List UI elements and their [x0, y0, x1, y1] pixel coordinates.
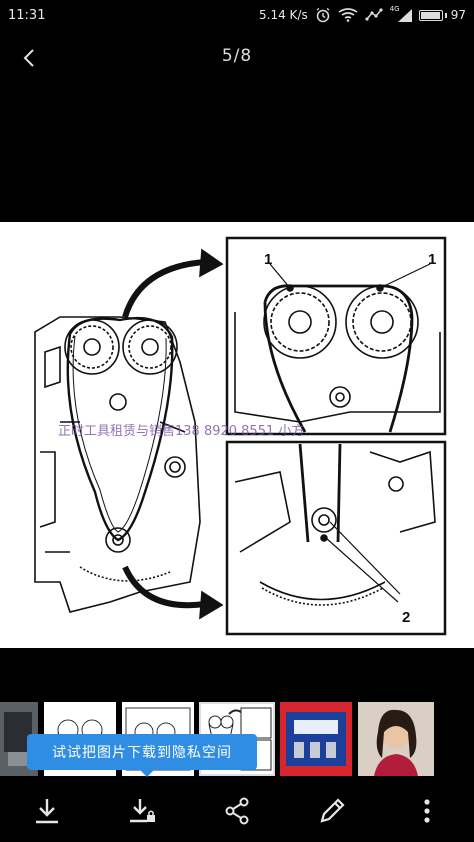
- thumbnail-5[interactable]: [280, 702, 352, 776]
- photo-viewer-image[interactable]: 1 1 2 正时工具租赁与销售138 8920 8551 小方: [0, 222, 474, 648]
- portrait-photo-thumbnail: [358, 702, 434, 776]
- battery-level: 97: [450, 8, 466, 22]
- download-button[interactable]: [24, 788, 70, 834]
- net-speed: 5.14 K/s: [259, 8, 308, 22]
- callout-2: 2: [402, 609, 410, 626]
- status-bar: 11:31 5.14 K/s 4G 97: [0, 0, 474, 30]
- engine-photo-thumbnail: [0, 702, 38, 776]
- more-button[interactable]: [404, 788, 450, 834]
- timing-chain-diagram: 1 1 2: [34, 236, 447, 636]
- viewer-header: 5/8: [0, 30, 474, 86]
- watermark-text: 正时工具租赁与销售138 8920 8551 小方: [58, 424, 305, 439]
- bottom-action-bar: [0, 780, 474, 842]
- callout-1-left: 1: [264, 251, 272, 268]
- status-time: 11:31: [8, 7, 46, 23]
- cell-signal-icon: [397, 9, 412, 22]
- download-icon: [36, 799, 59, 824]
- signal-dots-icon: [365, 8, 383, 21]
- wifi-icon: [338, 8, 358, 22]
- back-arrow-icon[interactable]: [18, 46, 42, 70]
- network-type: 4G: [389, 5, 400, 13]
- page-counter: 5/8: [221, 46, 253, 66]
- callout-1-right: 1: [428, 251, 436, 268]
- share-icon: [225, 797, 249, 825]
- alarm-icon: [316, 7, 330, 23]
- cell-signal: 4G: [389, 5, 412, 22]
- edit-button[interactable]: [309, 788, 355, 834]
- tip-toast-pointer: [140, 770, 154, 777]
- tip-toast[interactable]: 试试把图片下载到隐私空间: [27, 734, 257, 770]
- thumbnail-6[interactable]: [358, 702, 434, 776]
- save-to-private-button[interactable]: [119, 788, 165, 834]
- more-icon: [423, 799, 430, 823]
- edit-icon: [320, 798, 345, 823]
- share-button[interactable]: [214, 788, 260, 834]
- toolkit-photo-thumbnail: [286, 712, 346, 766]
- status-icons: 5.14 K/s 4G 97: [259, 5, 466, 23]
- save-to-private-icon: [130, 799, 156, 823]
- battery-icon: [418, 9, 443, 21]
- battery: 97: [418, 8, 466, 22]
